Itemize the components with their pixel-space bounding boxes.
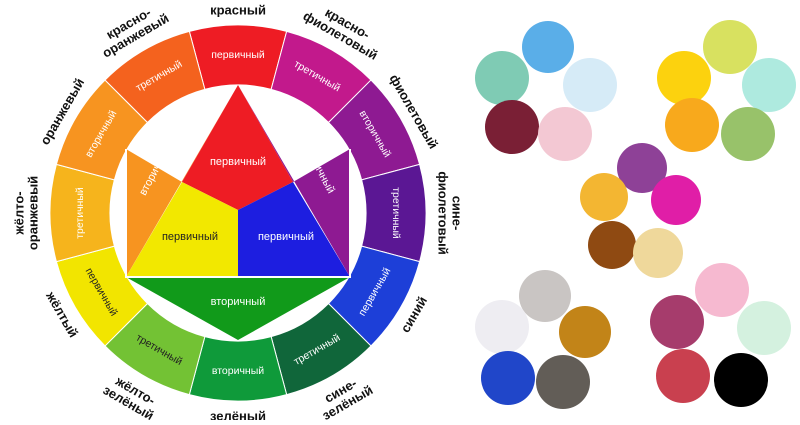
palette-group xyxy=(580,143,701,278)
palette-swatch xyxy=(580,173,628,221)
palette-group xyxy=(650,263,791,407)
outer-color-name: зелёный xyxy=(210,409,266,421)
outer-color-name: сине- xyxy=(450,196,465,231)
palette-swatch xyxy=(475,51,529,105)
blue-primary-triangle xyxy=(238,182,350,277)
center-blue-label: первичный xyxy=(258,231,314,243)
palette-swatch xyxy=(563,58,617,112)
outer-color-name: жёлто- xyxy=(12,191,27,235)
palette-swatch xyxy=(522,21,574,73)
palette-swatch xyxy=(633,228,683,278)
orange-secondary-triangle xyxy=(126,85,238,277)
palette-swatch xyxy=(559,306,611,358)
palette-swatch xyxy=(650,295,704,349)
green-secondary-triangle xyxy=(126,277,350,340)
center-green-label: вторичный xyxy=(211,296,266,308)
outer-color-name: фиолетовый xyxy=(436,171,451,254)
yellow-primary-triangle xyxy=(126,182,238,277)
palette-swatch xyxy=(475,300,529,354)
ring-segment-label: третичный xyxy=(390,187,402,239)
palette-swatch xyxy=(703,20,757,74)
palette-swatch xyxy=(536,355,590,409)
palette-swatch xyxy=(651,175,701,225)
ring-segment-label: третичный xyxy=(74,187,86,239)
palette-swatch xyxy=(588,221,636,269)
palette-group xyxy=(475,21,617,161)
palette-swatch xyxy=(481,351,535,405)
outer-color-name: красный xyxy=(210,3,266,18)
ring-segment-label: вторичный xyxy=(212,365,264,377)
center-red-label: первичный xyxy=(210,156,266,168)
palette-group xyxy=(475,270,611,409)
hexagon-outline xyxy=(125,149,351,278)
violet-secondary-triangle xyxy=(238,85,350,277)
palette-swatch xyxy=(519,270,571,322)
palette-group xyxy=(657,20,796,161)
palette-swatch xyxy=(617,143,667,193)
palette-swatch xyxy=(742,58,796,112)
ring-segment-label: первичный xyxy=(211,49,265,61)
color-ring: первичный третичный вторичный третичный перв… xyxy=(49,24,427,402)
palette-swatch xyxy=(737,301,791,355)
red-primary-triangle xyxy=(182,85,293,210)
palette-swatch xyxy=(485,100,539,154)
center-yellow-label: первичный xyxy=(162,231,218,243)
palette-swatch xyxy=(721,107,775,161)
outer-color-name: оранжевый xyxy=(26,176,41,250)
palette-swatch xyxy=(695,263,749,317)
color-wheel: первичный третичный вторичный третичный перв… xyxy=(12,3,465,424)
palette-swatch xyxy=(714,353,768,407)
palette-swatch xyxy=(538,107,592,161)
palette-swatch xyxy=(657,51,711,105)
palette-swatch xyxy=(656,349,710,403)
color-palettes xyxy=(475,20,796,409)
palette-swatch xyxy=(665,98,719,152)
